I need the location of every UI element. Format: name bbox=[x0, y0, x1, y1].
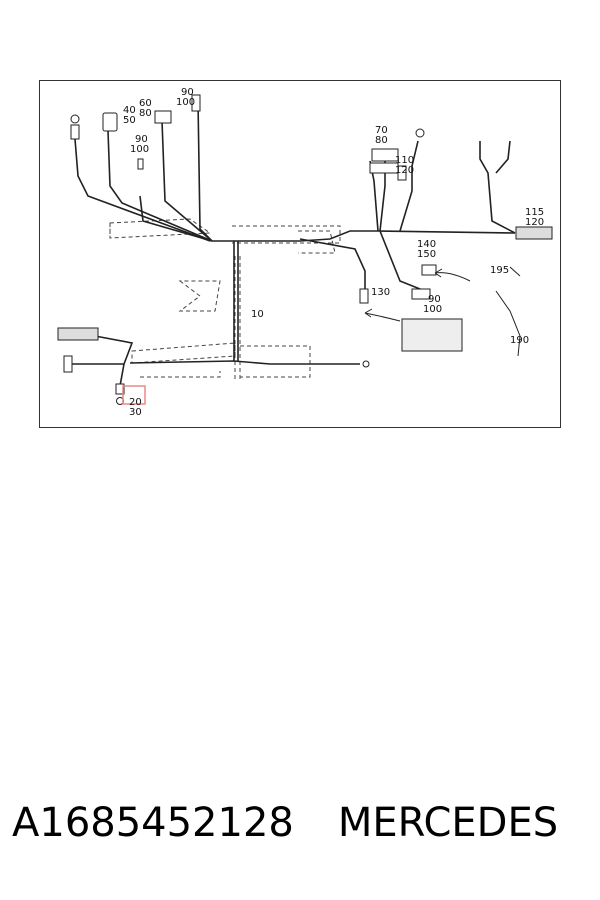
label-190: 190 bbox=[510, 335, 529, 346]
harness-drawing: 40 50 60 80 90 100 90 100 70 80 110 120 … bbox=[57, 87, 553, 418]
pointer-arrows bbox=[364, 266, 521, 357]
label-120-b: 120 bbox=[525, 217, 544, 228]
label-60: 60 bbox=[139, 98, 152, 109]
label-100: 100 bbox=[176, 97, 195, 108]
part-number: A1685452128 bbox=[12, 800, 294, 846]
wiring-harness-diagram: 40 50 60 80 90 100 90 100 70 80 110 120 … bbox=[39, 80, 561, 428]
label-10: 10 bbox=[251, 309, 264, 320]
label-110: 110 bbox=[395, 155, 414, 166]
label-90: 90 bbox=[181, 87, 194, 98]
brand-name: MERCEDES bbox=[337, 800, 559, 846]
label-80: 80 bbox=[139, 108, 152, 119]
label-80-b: 80 bbox=[375, 135, 388, 146]
label-100-c: 100 bbox=[423, 304, 442, 315]
label-150: 150 bbox=[417, 249, 436, 260]
label-130: 130 bbox=[371, 287, 390, 298]
label-115: 115 bbox=[525, 207, 544, 218]
label-20: 20 bbox=[129, 397, 142, 408]
label-120: 120 bbox=[395, 165, 414, 176]
label-50: 50 bbox=[123, 115, 136, 126]
routing-outline bbox=[109, 218, 341, 381]
label-40: 40 bbox=[123, 105, 136, 116]
highlighted-part-box bbox=[122, 385, 146, 405]
connectors bbox=[57, 94, 553, 405]
label-90-c: 90 bbox=[428, 294, 441, 305]
label-90-b: 90 bbox=[135, 134, 148, 145]
label-195: 195 bbox=[490, 265, 509, 276]
label-140: 140 bbox=[417, 239, 436, 250]
part-caption: A1685452128 MERCEDES bbox=[12, 800, 592, 846]
label-30: 30 bbox=[129, 407, 142, 418]
label-100-b: 100 bbox=[130, 144, 149, 155]
label-70: 70 bbox=[375, 125, 388, 136]
